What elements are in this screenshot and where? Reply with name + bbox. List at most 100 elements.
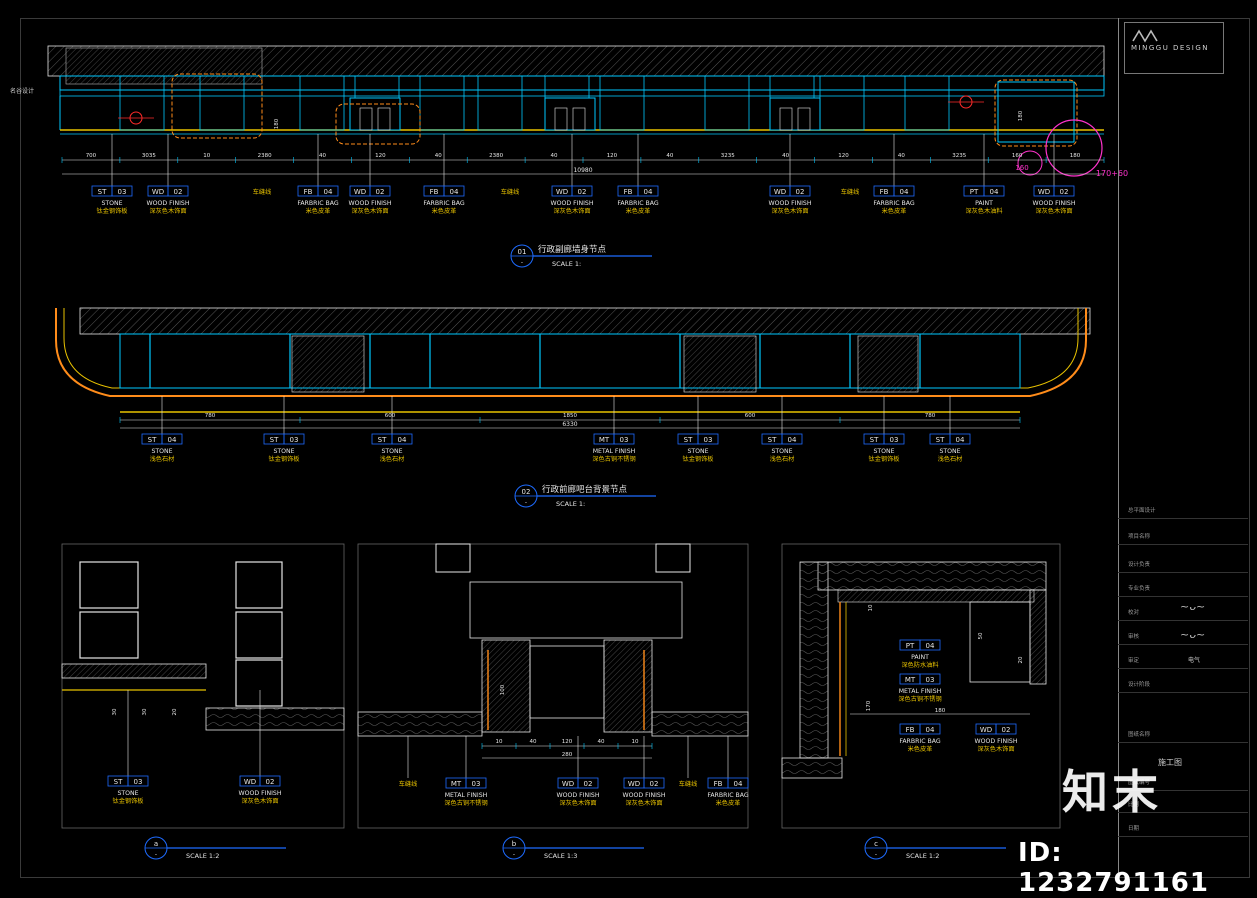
detail-b-wood-left [357, 711, 483, 737]
section01-notch [769, 97, 821, 131]
detail-b-vdim: 100 [500, 684, 506, 695]
tag-num: 04 [644, 188, 653, 196]
tag-num-box [637, 185, 659, 197]
section-sheet-ref: - [513, 851, 515, 858]
section-title: 行政前廊吧台背景节点 [542, 484, 628, 495]
tag-code: MT [451, 780, 462, 788]
tag-code: FB [624, 188, 633, 196]
tag-num: 02 [578, 188, 587, 196]
title-block-row-divider [1118, 790, 1248, 791]
dim-label: 40 [551, 153, 558, 159]
detail-a-cell [235, 561, 283, 609]
title-block-row-label: 专业负责 [1128, 586, 1151, 592]
tag-en: METAL FINISH [593, 448, 636, 455]
section-scale: SCALE 1: [552, 260, 581, 268]
tag-en: PAINT [975, 200, 993, 207]
tag-code: ST [768, 436, 777, 444]
dim-label: 780 [925, 413, 936, 419]
section01-panel-frame [599, 75, 645, 131]
tag-num-box [919, 639, 941, 651]
tag-en: WOOD FINISH [556, 792, 599, 799]
tag-code: WD [628, 780, 640, 788]
detail-b-left-jamb [481, 639, 531, 733]
tag-num-box [727, 777, 749, 789]
tag-num: 02 [266, 778, 275, 786]
dim-label: 120 [838, 153, 849, 159]
tag-num-box [391, 433, 413, 445]
tag-zh: 浅色石材 [938, 455, 963, 463]
tag-code: ST [936, 436, 945, 444]
tag-en: WOOD FINISH [768, 200, 811, 207]
tag-code: ST [148, 436, 157, 444]
section-title: 行政副廊墙身节点 [538, 244, 607, 255]
dim-label: 40 [530, 739, 537, 745]
tag-en: STONE [687, 448, 708, 455]
detail-a-wood [205, 707, 345, 731]
tag-num-box [443, 185, 465, 197]
tag-num-box [317, 185, 339, 197]
tag-num-box [127, 775, 149, 787]
tag-en: FARBRIC BAG [297, 200, 339, 207]
dim-label: 2380 [489, 153, 503, 159]
dim-label: 40 [598, 739, 605, 745]
tag-en: WOOD FINISH [622, 792, 665, 799]
title-block-row-label: 审定 [1128, 658, 1140, 664]
tag-code: WD [562, 780, 574, 788]
section02-frame [119, 333, 1021, 389]
section01-notch-inner [377, 107, 391, 131]
tag-en: WOOD FINISH [1032, 200, 1075, 207]
tag-num: 02 [174, 188, 183, 196]
tag-en: FARBRIC BAG [423, 200, 465, 207]
signature-1: ~ᴗ~ [1180, 600, 1206, 613]
tag-zh: 车缝线 [253, 188, 272, 196]
dim-label: 40 [898, 153, 905, 159]
tag-zh: 钛金钢饰板 [113, 797, 144, 805]
tag-zh: 深色古铜不锈钢 [444, 799, 487, 807]
detail-b-panel [469, 581, 683, 639]
title-block-row-label: 项目名称 [1128, 534, 1151, 540]
tag-en: WOOD FINISH [146, 200, 189, 207]
tag-zh: 深灰色木饰面 [351, 207, 388, 215]
tag-code: WD [774, 188, 786, 196]
section-sheet-ref: - [521, 259, 523, 266]
tag-zh: 深灰色木饰面 [977, 745, 1014, 753]
tag-num: 04 [398, 436, 407, 444]
section01-panel-frame [904, 75, 950, 131]
tag-num-box [613, 433, 635, 445]
tag-en: STONE [939, 448, 960, 455]
discipline-value: 电气 [1188, 657, 1201, 664]
tag-en: WOOD FINISH [550, 200, 593, 207]
section01-notch-inner [797, 107, 811, 131]
tag-num-box [995, 723, 1017, 735]
dim-label: 40 [435, 153, 442, 159]
watermark-id: ID: 1232791161 [1018, 838, 1209, 898]
logo-box [1124, 22, 1224, 74]
tag-en: STONE [873, 448, 894, 455]
dim-label: 180 [1070, 153, 1081, 159]
section01-callout-text: 160 [1015, 164, 1028, 172]
tag-en: FARBRIC BAG [899, 738, 941, 745]
tag-num: 02 [584, 780, 593, 788]
tag-zh: 米色皮革 [882, 207, 907, 215]
tag-zh: 米色皮革 [432, 207, 457, 215]
tag-zh: 浅色石材 [150, 455, 175, 463]
tag-zh: 米色皮革 [306, 207, 331, 215]
detail-b-border [357, 543, 749, 829]
section01-right-end [997, 81, 1075, 143]
tag-en: METAL FINISH [899, 688, 942, 695]
tag-num-box [283, 433, 305, 445]
tag-zh: 车缝线 [841, 188, 860, 196]
tag-num-box [893, 185, 915, 197]
section01-vdim: 180 [274, 118, 280, 129]
section-number: 02 [522, 488, 531, 496]
section01-notch-inner [554, 107, 568, 131]
section01-panel-frame [299, 75, 345, 131]
tag-code: PT [906, 642, 915, 650]
section01-notch-inner [359, 107, 373, 131]
tag-num: 04 [788, 436, 797, 444]
tag-zh: 深灰色木饰面 [241, 797, 278, 805]
watermark-brand: 知末 [1062, 765, 1162, 819]
tag-zh: 深灰色木饰面 [553, 207, 590, 215]
detail-b-total-dim: 280 [562, 752, 573, 758]
